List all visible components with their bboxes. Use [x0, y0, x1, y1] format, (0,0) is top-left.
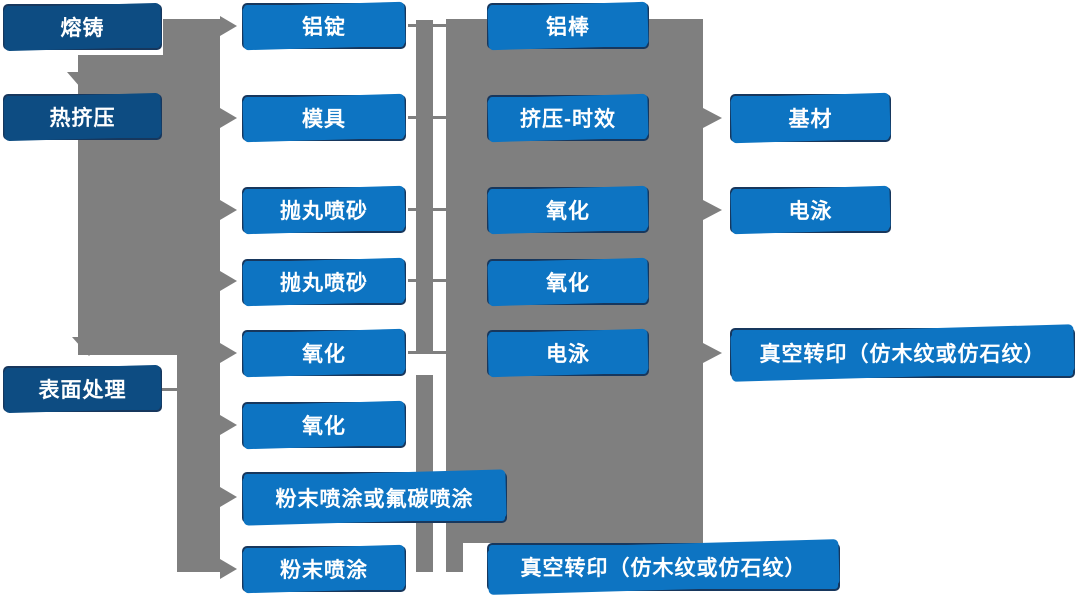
arrow-right-icon	[220, 16, 237, 36]
connector-tick-row2	[408, 116, 446, 119]
node-mold: 模具	[242, 95, 406, 141]
node-oxidation-3: 氧化	[487, 187, 649, 233]
node-electrophoresis-1: 电泳	[487, 330, 649, 376]
node-label: 粉末喷涂或氟碳喷涂	[275, 487, 474, 511]
arrow-right-icon	[220, 343, 237, 363]
node-hot-extrusion: 热挤压	[3, 94, 162, 140]
node-oxidation-4: 氧化	[487, 259, 649, 305]
node-surface-treatment: 表面处理	[3, 366, 162, 412]
node-label: 氧化	[546, 200, 590, 223]
node-oxidation-1: 氧化	[242, 330, 406, 376]
node-label: 氧化	[302, 415, 346, 438]
node-label: 模具	[302, 108, 346, 131]
node-label: 真空转印（仿木纹或仿石纹）	[520, 557, 807, 580]
connector-left-trunk-lower	[177, 355, 220, 572]
node-extrusion-aging: 挤压-时效	[487, 95, 649, 141]
node-base-material: 基材	[730, 94, 891, 142]
connector-tick-row1	[408, 24, 446, 27]
arrow-right-icon	[220, 487, 237, 507]
node-label: 氧化	[546, 272, 590, 295]
node-label: 热挤压	[49, 107, 116, 130]
arrow-right-icon	[220, 271, 237, 291]
node-label: 表面处理	[38, 379, 127, 402]
node-label: 粉末喷涂	[280, 559, 368, 582]
node-electrophoresis-2: 电泳	[730, 187, 891, 233]
node-label: 抛丸喷砂	[280, 272, 368, 295]
node-shot-blasting-2: 抛丸喷砂	[242, 259, 406, 305]
arrow-right-icon	[220, 559, 237, 579]
node-shot-blasting-1: 抛丸喷砂	[242, 187, 406, 233]
arrow-right-icon	[220, 415, 237, 435]
node-label: 电泳	[546, 343, 590, 366]
node-label: 电泳	[788, 200, 833, 223]
node-label: 基材	[788, 108, 833, 131]
node-aluminum-rod: 铝棒	[487, 3, 649, 49]
node-melting-casting: 熔铸	[3, 4, 162, 50]
arrow-down-icon	[72, 337, 106, 356]
connector-tick-row3	[408, 208, 446, 211]
connector-tick-row5	[408, 351, 446, 354]
connector-tick-row4	[408, 279, 446, 282]
node-label: 熔铸	[60, 17, 105, 40]
node-label: 抛丸喷砂	[280, 200, 368, 223]
node-label: 铝锭	[302, 16, 346, 39]
node-label: 铝棒	[546, 16, 590, 39]
node-vacuum-transfer-print-2: 真空转印（仿木纹或仿石纹）	[730, 328, 1075, 378]
arrow-right-icon	[220, 108, 237, 128]
connector-panel-tail	[446, 543, 463, 572]
arrow-right-icon	[703, 343, 722, 363]
node-aluminum-ingot: 铝锭	[242, 3, 406, 49]
arrow-right-icon	[703, 200, 722, 220]
arrow-right-icon	[703, 108, 722, 128]
node-powder-or-fluorocarbon-coating: 粉末喷涂或氟碳喷涂	[242, 472, 507, 523]
node-powder-coating: 粉末喷涂	[242, 546, 406, 592]
node-label: 氧化	[302, 343, 346, 366]
arrow-right-icon	[220, 200, 237, 220]
node-label: 真空转印（仿木纹或仿石纹）	[759, 343, 1046, 366]
arrow-down-icon	[67, 72, 93, 87]
node-vacuum-transfer-print-1: 真空转印（仿木纹或仿石纹）	[487, 543, 840, 591]
node-label: 挤压-时效	[520, 108, 616, 131]
node-oxidation-2: 氧化	[242, 402, 406, 448]
connector-mid-bar-upper	[416, 20, 433, 353]
connector-surface-treatment-stub	[162, 388, 178, 391]
